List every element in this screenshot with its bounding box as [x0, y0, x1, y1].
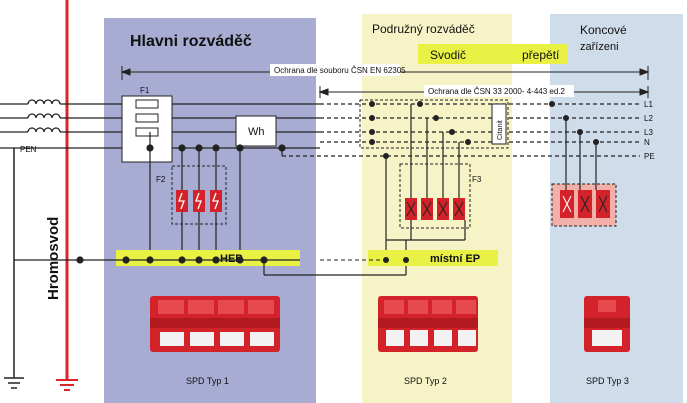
svodic-label: Svodič	[430, 48, 466, 62]
hep-label: HEP	[220, 253, 243, 265]
f3-label: F3	[472, 175, 482, 184]
l2-label: L2	[644, 114, 653, 123]
csn-2000-label: Ochrana dle ČSN 33 2000- 4-443 ed.2	[428, 87, 566, 96]
f1-fuses	[135, 99, 159, 137]
wh-label: Wh	[248, 126, 265, 138]
f2-wires	[146, 132, 286, 258]
phase-lines	[0, 99, 640, 157]
wh-meter	[235, 115, 277, 147]
spd-typ2-caption: SPD Typ 2	[404, 376, 447, 386]
sub-bus-block	[359, 99, 509, 149]
hep-connections	[14, 256, 406, 276]
rod-ground-icon	[56, 379, 78, 391]
spd-typ3-device	[584, 296, 630, 352]
spd-typ1-caption: SPD Typ 1	[186, 376, 229, 386]
f2-spd-group	[171, 165, 227, 225]
spd-typ1-device	[150, 296, 280, 352]
end-panel-title-line1: Koncové	[580, 23, 627, 37]
csn-2000-label-bg	[424, 85, 574, 97]
hromosvod-label: Hromosvod	[45, 217, 62, 300]
f2-label: F2	[156, 175, 166, 184]
citanit-meter	[491, 103, 507, 145]
mistni-ep-label: místní EP	[430, 253, 480, 265]
left-ground-icon	[4, 377, 24, 389]
end-panel-title-line2: zařízeni	[580, 41, 619, 53]
l1-label: L1	[644, 100, 653, 109]
citanit-label: Citanit	[497, 120, 504, 140]
f3-spd-group	[399, 163, 471, 229]
l3-label: L3	[644, 128, 653, 137]
end-spd-wires	[565, 118, 597, 190]
end-spd-group	[551, 183, 617, 227]
spd-typ3-caption: SPD Typ 3	[586, 376, 629, 386]
pen-label: PEN	[20, 145, 37, 154]
svodic-banner	[418, 44, 568, 64]
hep-bar	[116, 250, 300, 266]
csn-62305-label: Ochrana dle souboru ČSN EN 62305	[274, 66, 406, 75]
spd-typ2-device	[378, 296, 478, 352]
prepeti-label: přepětí	[522, 48, 560, 62]
sub-panel-title: Podružný rozváděč	[372, 22, 475, 36]
f1-label: F1	[140, 86, 150, 95]
csn-62305-label-bg	[270, 64, 400, 76]
mistni-ep-bar	[368, 250, 498, 266]
main-panel-title: Hlavni rozváděč	[130, 33, 252, 50]
pe-label: PE	[644, 152, 655, 161]
n-label: N	[644, 138, 650, 147]
